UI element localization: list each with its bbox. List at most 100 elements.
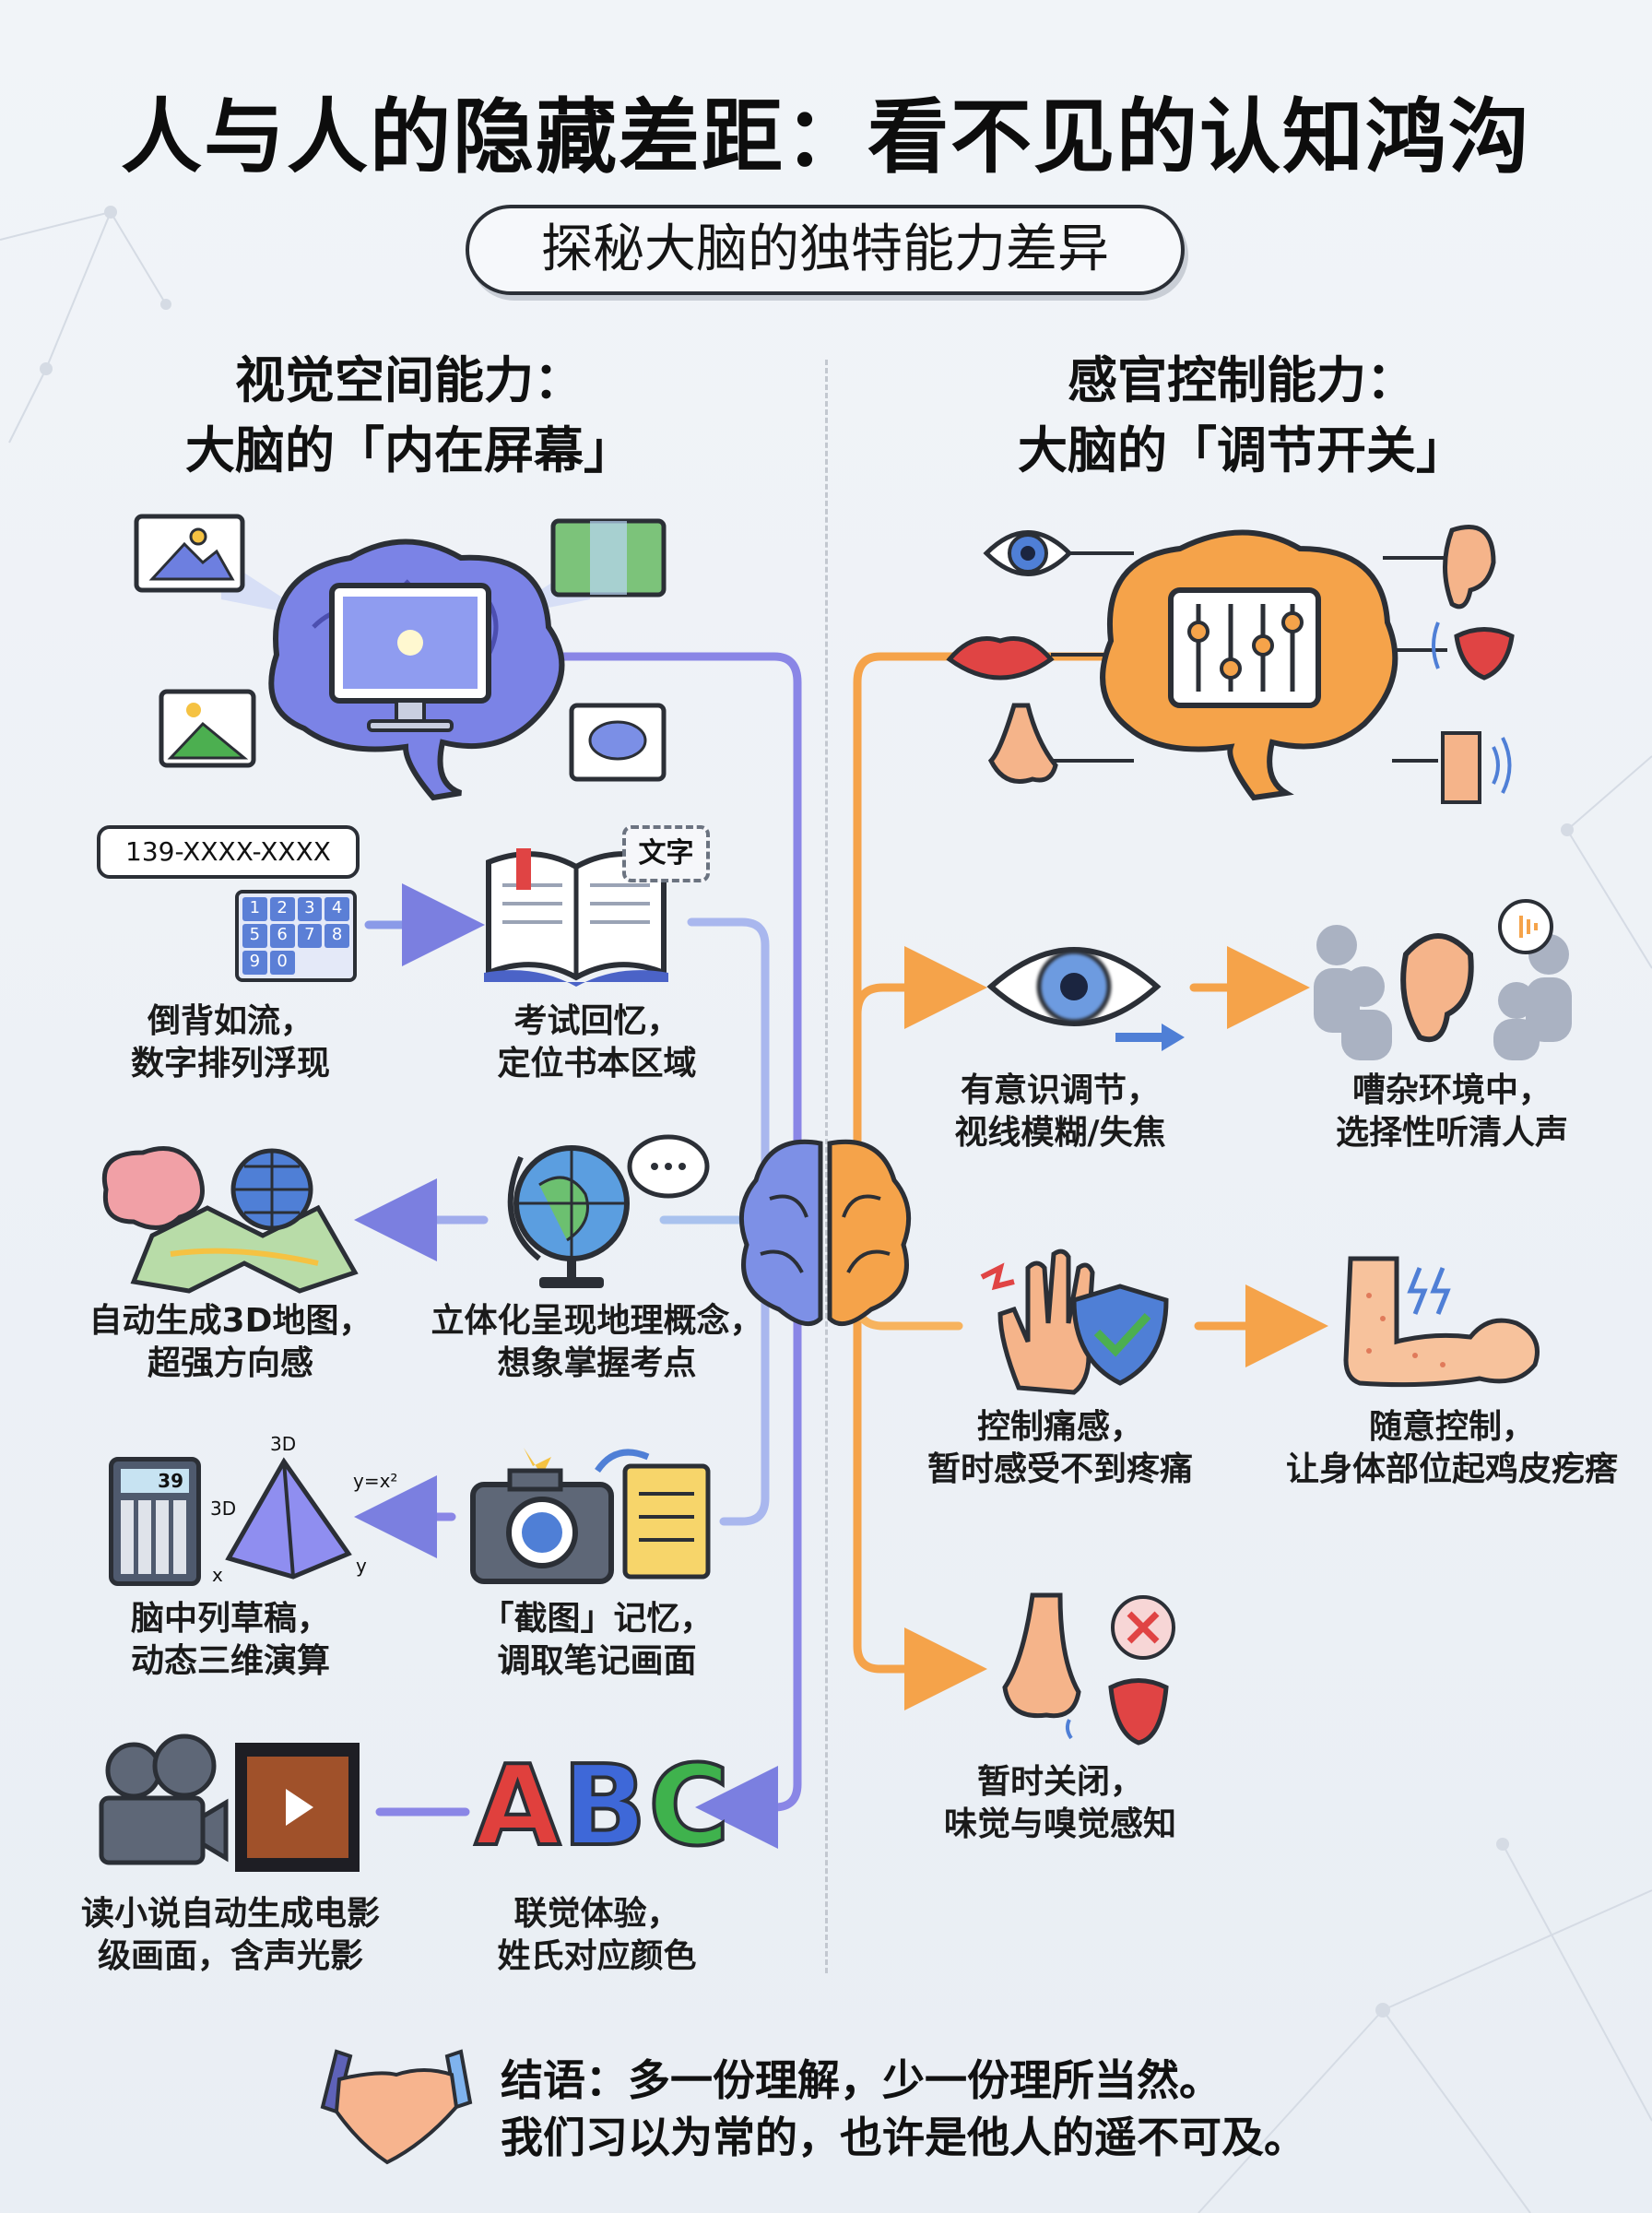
key: 2: [269, 897, 295, 921]
calculator-pyramid-icon: 39 3D 3D y=x² x y: [109, 1433, 397, 1591]
sound-bubble-icon: [1498, 899, 1553, 954]
label-line: 调取笔记画面: [497, 1642, 697, 1680]
brain-monitor-icon: [134, 514, 667, 801]
label-line: 数字排列浮现: [130, 1045, 330, 1083]
key: 9: [242, 951, 267, 975]
page-title: 人与人的隐藏差距：看不见的认知鸿沟: [120, 89, 1531, 184]
small-brain-image-icon: [569, 703, 667, 782]
handshake-icon: [320, 2049, 473, 2165]
label-line: 脑中列草稿，: [130, 1600, 330, 1638]
ear-icon: [1443, 525, 1496, 609]
left-item-label: 立体化呈现地理概念， 想象掌握考点: [419, 1300, 774, 1385]
pyramid-label-formula: y=x²: [353, 1470, 398, 1492]
label-line: 读小说自动生成电影: [80, 1895, 380, 1933]
skin-icon: [1441, 731, 1512, 804]
blurred-eye-icon: [986, 947, 1185, 1051]
label-line: 超强方向感: [147, 1344, 313, 1382]
pyramid-label-top: 3D: [270, 1433, 297, 1455]
landscape-image-icon: [550, 518, 667, 598]
key: 6: [269, 924, 295, 948]
camera-notes-icon: [470, 1448, 711, 1584]
pyramid-label-side: 3D: [210, 1497, 237, 1520]
right-section-heading: 感官控制能力： 大脑的「调节开关」: [919, 346, 1564, 486]
key: 5: [242, 924, 267, 948]
brain-map-icon: [102, 1146, 359, 1294]
left-heading-line2: 大脑的「内在屏幕」: [185, 421, 633, 479]
conclusion-line1: 结语：多一份理解，少一份理所当然。: [501, 2055, 1221, 2105]
brain-sliders-icon: [946, 525, 1515, 804]
label-line: 倒背如流，: [147, 1002, 313, 1040]
right-item-label: 控制痛感， 暂时感受不到疼痛: [880, 1406, 1240, 1491]
right-item-label: 嘈杂环境中， 选择性听清人声: [1254, 1070, 1650, 1154]
key: 0: [269, 951, 295, 975]
branch-to-eye: [853, 946, 987, 1029]
subtitle-pill: 探秘大脑的独特能力差异: [466, 205, 1185, 295]
label-line: 随意控制，: [1368, 1408, 1535, 1446]
left-heading-line1: 视觉空间能力：: [235, 351, 584, 409]
label-line: 级画面，含声光影: [97, 1937, 363, 1975]
label-line: 姓氏对应颜色: [497, 1937, 697, 1975]
open-book-icon: 文字: [479, 825, 719, 987]
arm-goosebumps-icon: [1343, 1256, 1540, 1388]
left-item-label: 自动生成3D地图， 超强方向感: [55, 1300, 406, 1385]
label-line: 暂时感受不到疼痛: [926, 1450, 1193, 1488]
label-line: 控制痛感，: [976, 1408, 1143, 1446]
label-line: 视线模糊/失焦: [954, 1114, 1166, 1152]
label-line: 考试回忆，: [513, 1002, 680, 1040]
left-item-label: 联觉体验， 姓氏对应颜色: [419, 1893, 774, 1978]
image-icon: [159, 689, 256, 768]
right-heading-line1: 感官控制能力：: [1068, 351, 1416, 409]
label-line: 选择性听清人声: [1335, 1114, 1568, 1152]
label-line: 暂时关闭，: [976, 1763, 1143, 1801]
key: 8: [324, 924, 349, 948]
right-item-label: 随意控制， 让身体部位起鸡皮疙瘩: [1254, 1406, 1650, 1491]
left-item-label: 「截图」记忆， 调取笔记画面: [419, 1598, 774, 1683]
right-item-label: 有意识调节， 视线模糊/失焦: [880, 1070, 1240, 1154]
label-line: 动态三维演算: [130, 1642, 330, 1680]
film-camera-icon: [99, 1734, 360, 1872]
label-line: 嘈杂环境中，: [1351, 1071, 1552, 1109]
pyramid-label-y: y: [356, 1555, 367, 1577]
label-line: 味觉与嗅觉感知: [943, 1805, 1176, 1843]
calculator: 39: [109, 1457, 201, 1586]
conclusion: 结语：多一份理解，少一份理所当然。 我们习以为常的，也许是他人的遥不可及。: [501, 2052, 1306, 2166]
center-divider: [825, 360, 828, 1973]
label-line: 有意识调节，: [960, 1071, 1160, 1109]
label-line: 定位书本区域: [497, 1045, 697, 1083]
keypad: 1 2 3 4 5 6 7 8 9 0: [235, 890, 357, 982]
left-item-label: 读小说自动生成电影级画面，含声光影: [55, 1893, 406, 1978]
letter-b: B: [560, 1743, 649, 1871]
calculator-display: 39: [121, 1469, 189, 1493]
left-item-label: 脑中列草稿， 动态三维演算: [55, 1598, 406, 1683]
label-line: 自动生成3D地图，: [88, 1302, 372, 1340]
globe-icon: [507, 1134, 710, 1288]
right-heading-line2: 大脑的「调节开关」: [1018, 421, 1466, 479]
phone-number-keypad-icon: 139-XXXX-XXXX 1 2 3 4 5 6 7 8 9 0: [97, 825, 364, 991]
eye-icon: [983, 530, 1073, 576]
abc-letters-icon: ABC: [473, 1746, 731, 1869]
left-item-label: 考试回忆， 定位书本区域: [419, 1000, 774, 1085]
letter-a: A: [473, 1743, 562, 1871]
label-line: 立体化呈现地理概念，: [431, 1302, 763, 1340]
ear-crowd-icon: [1314, 899, 1572, 1060]
hand-shield-icon: [980, 1249, 1169, 1395]
right-item-label: 暂时关闭， 味觉与嗅觉感知: [880, 1761, 1240, 1846]
pyramid-label-x: x: [212, 1564, 223, 1586]
conclusion-line2: 我们习以为常的，也许是他人的遥不可及。: [501, 2112, 1306, 2162]
left-section-heading: 视觉空间能力： 大脑的「内在屏幕」: [87, 346, 732, 486]
text-tag: 文字: [622, 825, 710, 882]
label-line: 联觉体验，: [513, 1895, 680, 1933]
key: 7: [297, 924, 323, 948]
lips-icon: [946, 636, 1055, 680]
label-line: 「截图」记忆，: [480, 1600, 714, 1638]
key: 3: [297, 897, 323, 921]
phone-number-bubble: 139-XXXX-XXXX: [97, 825, 360, 879]
label-line: 想象掌握考点: [497, 1344, 697, 1382]
label-line: 让身体部位起鸡皮疙瘩: [1285, 1450, 1618, 1488]
nose-tongue-off-icon: [1002, 1592, 1175, 1746]
nose-icon: [987, 703, 1058, 784]
speech-bubble-icon: [627, 1134, 710, 1199]
key: 4: [324, 897, 349, 921]
center-split-brain-icon: [738, 1139, 912, 1327]
